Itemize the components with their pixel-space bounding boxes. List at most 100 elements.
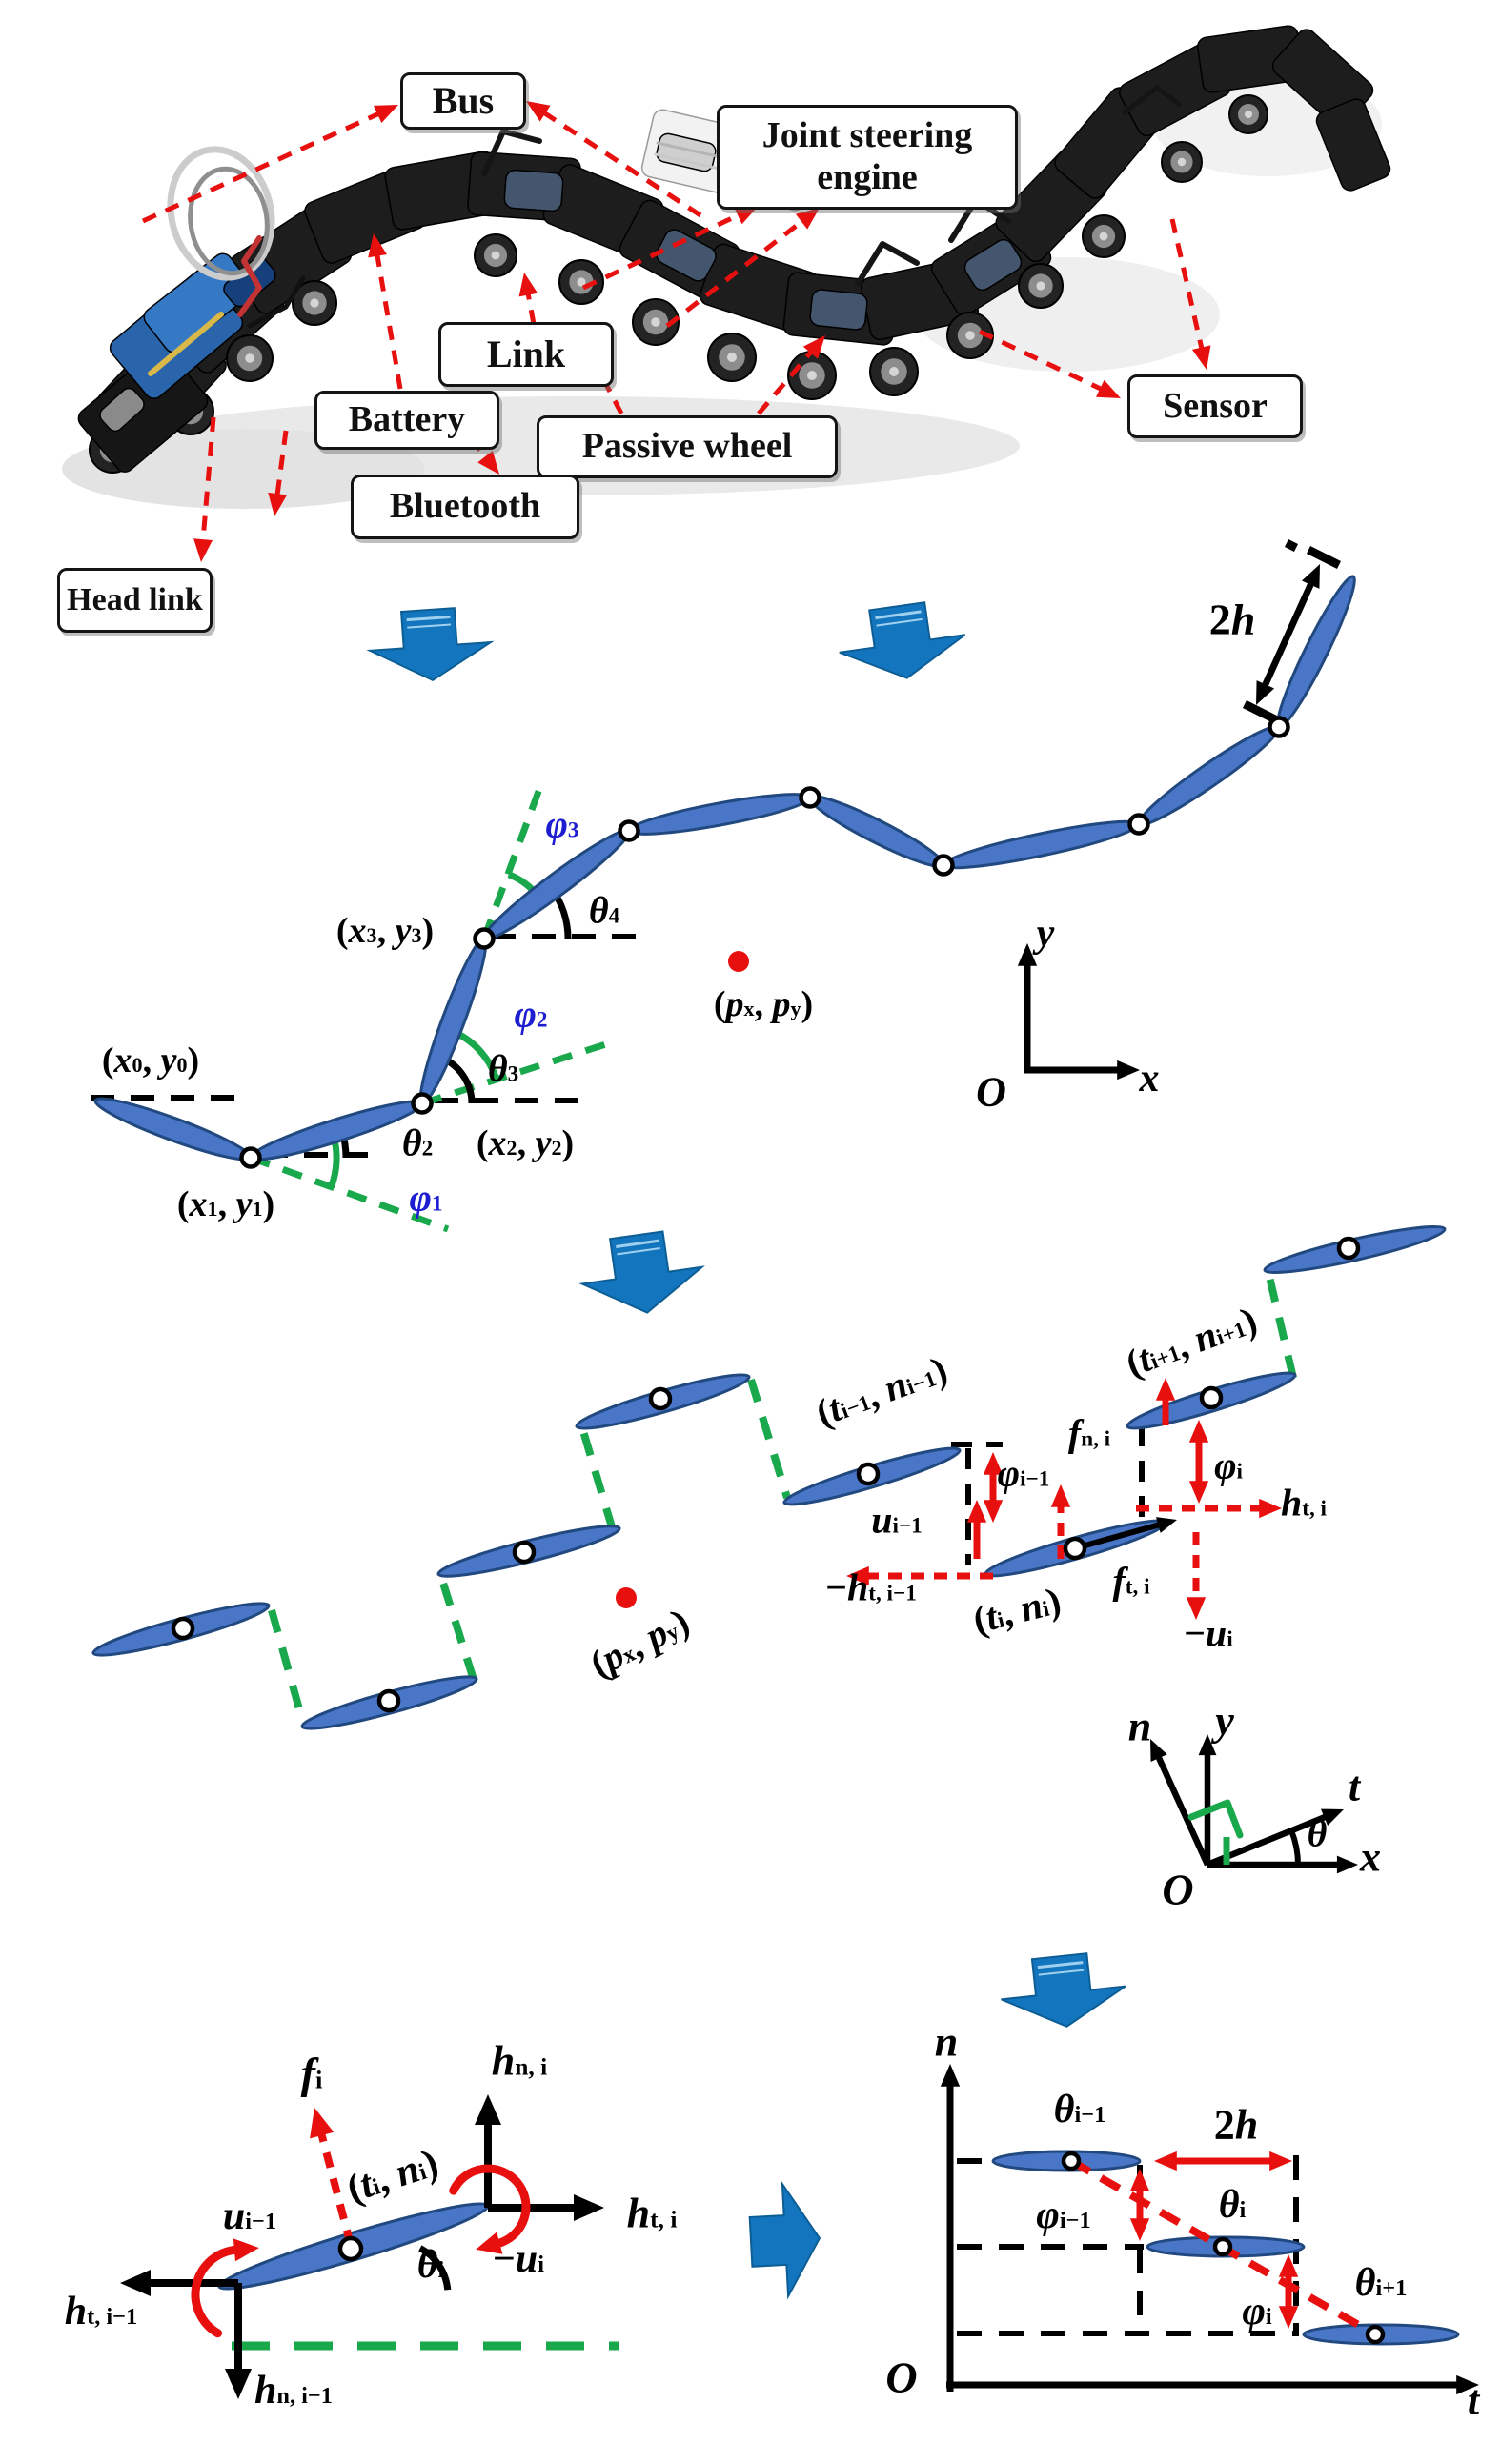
2h-measure xyxy=(1261,579,1315,690)
d1-2h: 2h xyxy=(1208,595,1256,644)
arrow-head xyxy=(1188,1481,1209,1504)
arrow-head xyxy=(1278,2306,1299,2329)
2h-tick xyxy=(1284,538,1299,553)
d3-mui: −ui xyxy=(492,2237,545,2281)
wheel-hub-center xyxy=(965,331,975,340)
joint xyxy=(1336,1236,1361,1261)
arrow-head xyxy=(1186,1597,1207,1620)
wheel-hub-center xyxy=(1036,281,1045,291)
joint xyxy=(337,2235,364,2262)
arrow-head xyxy=(310,2108,335,2139)
board-pins xyxy=(148,312,224,376)
joint xyxy=(1199,1385,1224,1410)
callout-arrow xyxy=(580,337,624,415)
right-angle-mark xyxy=(1187,1799,1244,1839)
arrow-detail xyxy=(1038,1969,1085,1976)
torque-arc xyxy=(191,2245,241,2338)
d4-t: t xyxy=(1467,2376,1480,2424)
arrow-head xyxy=(1269,2151,1292,2171)
callout-arrow xyxy=(525,291,537,325)
servo-face xyxy=(656,229,717,282)
dash-green xyxy=(249,1154,450,1233)
dash-green xyxy=(1265,1272,1297,1379)
label-bus-text: Bus xyxy=(432,79,495,122)
joint xyxy=(411,1092,434,1115)
label-battery: Battery xyxy=(314,391,499,450)
arrow-head xyxy=(475,2094,501,2125)
d1-phi3: φ3 xyxy=(545,802,579,846)
callout-arrow xyxy=(757,348,815,415)
joint xyxy=(856,1462,881,1486)
arrow-head xyxy=(477,450,499,475)
d4-O: O xyxy=(885,2353,918,2402)
cable xyxy=(481,129,542,176)
snake-link xyxy=(418,937,488,1105)
usb-plug xyxy=(99,387,145,433)
d1-y: y xyxy=(1036,912,1055,956)
joint xyxy=(618,819,640,842)
callout-arrow xyxy=(665,217,806,328)
battery-label xyxy=(656,132,717,172)
arrow-head xyxy=(374,105,398,124)
arrow-head xyxy=(1198,1734,1217,1756)
nt-t: t xyxy=(1348,1763,1361,1810)
callout-arrow xyxy=(141,111,382,224)
d3-htim1: ht, i−1 xyxy=(64,2290,138,2333)
arrow-head xyxy=(225,2369,252,2399)
arrow-head xyxy=(1129,2218,1150,2241)
callout-arrow xyxy=(374,252,403,390)
callout-arrow xyxy=(1169,218,1205,352)
arrow-head xyxy=(193,538,213,562)
arrow-head xyxy=(120,2270,151,2296)
callout-arrow xyxy=(581,212,742,291)
nt-n: n xyxy=(1127,1703,1152,1750)
arrow-head xyxy=(1096,379,1121,398)
joint xyxy=(1365,2324,1386,2345)
flow-arrow-down xyxy=(578,1230,705,1314)
arrow-head xyxy=(1191,345,1211,370)
arrow-head xyxy=(795,208,820,230)
robot-segment xyxy=(1315,98,1391,192)
cable xyxy=(855,241,920,287)
snake-link xyxy=(93,1097,253,1161)
label-battery-text: Battery xyxy=(348,399,466,440)
nt-y: y xyxy=(1215,1697,1234,1745)
arrow-head xyxy=(734,206,759,225)
d2-fni: fn, i xyxy=(1067,1411,1111,1455)
d2-mui: −ui xyxy=(1184,1611,1233,1655)
joint xyxy=(1061,2151,1082,2171)
flow-arrow-down xyxy=(1001,1952,1126,2028)
dash-green xyxy=(437,1575,477,1682)
wheel-hub-center xyxy=(889,367,899,376)
black-wire xyxy=(247,275,306,329)
arrow-head xyxy=(1456,2374,1479,2395)
snake-link xyxy=(808,795,945,868)
d4-theta-im1: θi−1 xyxy=(1053,2088,1106,2131)
d2-hti: ht, i xyxy=(1280,1481,1328,1525)
arrow-detail xyxy=(1037,1961,1084,1969)
label-sensor: Sensor xyxy=(1127,374,1303,438)
target-point xyxy=(616,1587,637,1608)
label-joint-steering-engine: Joint steering engine xyxy=(717,105,1018,210)
callout-arrow xyxy=(540,110,702,218)
arrow-head xyxy=(1050,1484,1071,1507)
servo-face xyxy=(809,289,868,331)
d3-thetai: θi xyxy=(416,2243,445,2287)
joint xyxy=(512,1540,537,1565)
joint xyxy=(239,1146,262,1169)
d4-phi-im1: φi−1 xyxy=(1036,2193,1091,2237)
flow-arrow-down xyxy=(839,601,966,679)
arrow-head xyxy=(268,492,288,516)
wheel-hub-center xyxy=(310,298,319,308)
nt-x: x xyxy=(1360,1833,1381,1881)
arrow-detail xyxy=(616,1239,659,1248)
joint xyxy=(932,854,955,877)
joint xyxy=(1268,716,1290,738)
servo-face xyxy=(963,238,1023,292)
arrow-head xyxy=(518,273,538,297)
label-bus: Bus xyxy=(400,72,526,130)
arrow-head xyxy=(966,1500,987,1523)
arrow-head xyxy=(940,2064,961,2087)
